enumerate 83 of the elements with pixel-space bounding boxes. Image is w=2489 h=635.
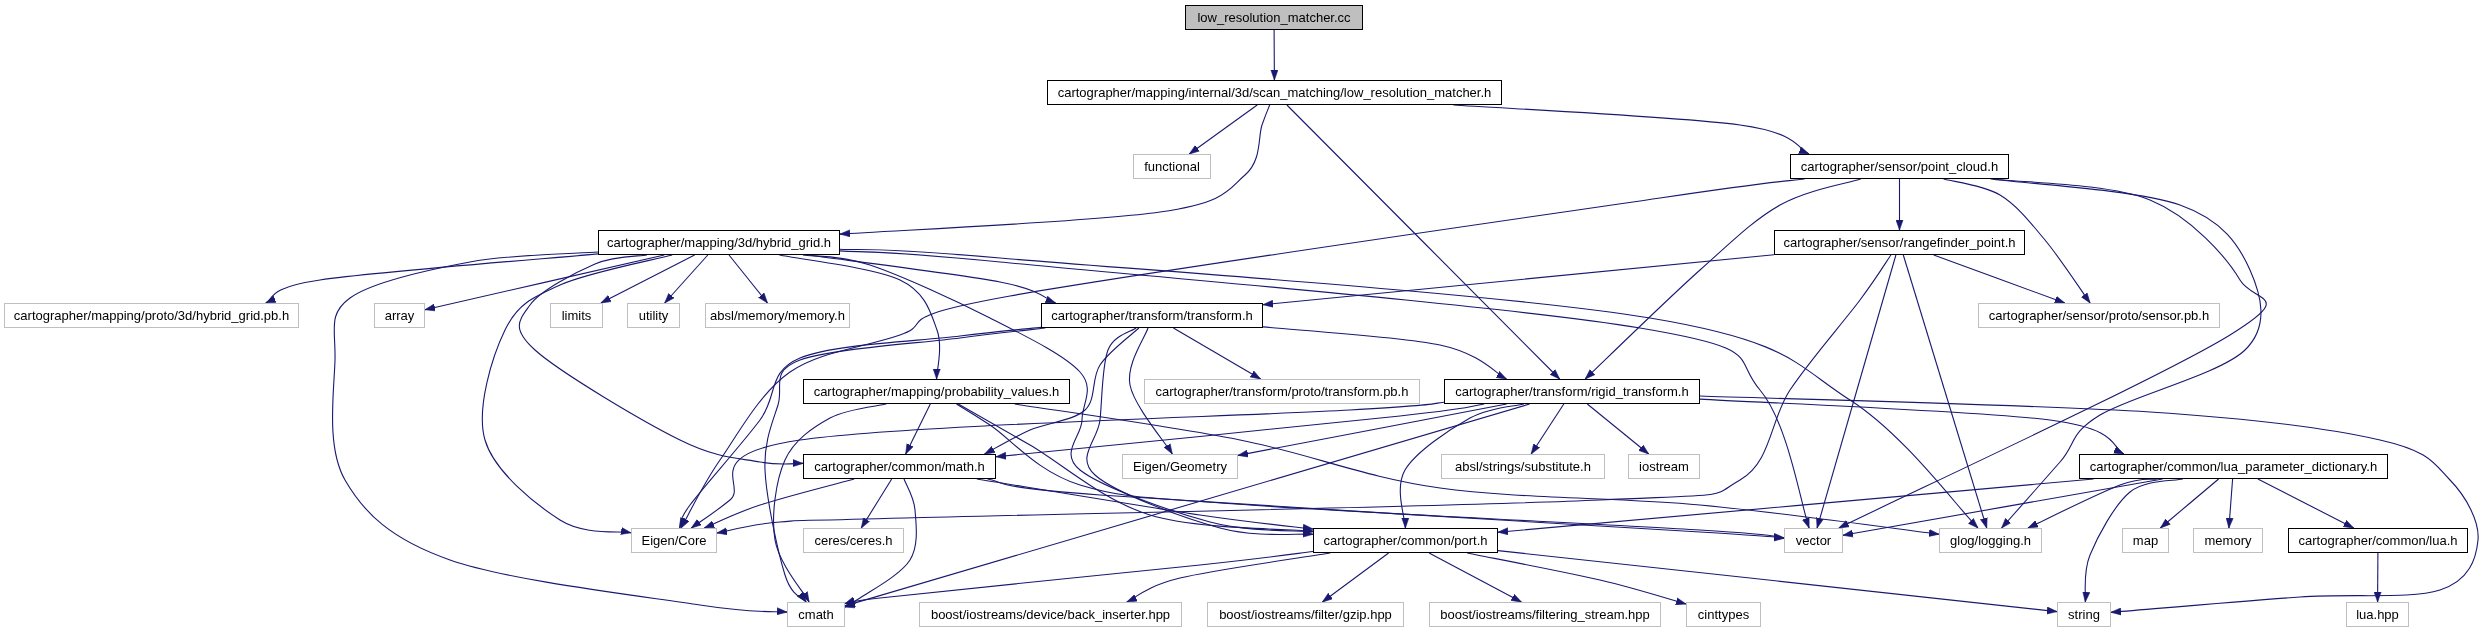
include-arrow	[424, 254, 665, 312]
include-arrow	[1188, 104, 1258, 155]
include-arrow	[1933, 254, 2066, 304]
include-arrow	[1262, 254, 1775, 308]
source-file-node: low_resolution_matcher.cc	[1185, 5, 1363, 30]
library-header-node: absl/memory/memory.h	[705, 303, 850, 328]
include-arrow	[1584, 178, 1862, 380]
library-header-node: cmath	[787, 602, 845, 627]
include-arrow	[716, 254, 1892, 535]
header-file-node: cartographer/transform/rigid_transform.h	[1444, 379, 1700, 404]
include-arrow	[481, 254, 673, 536]
library-header-node: string	[2057, 602, 2111, 627]
include-arrow	[1816, 254, 1897, 529]
library-header-node: iostream	[1628, 454, 1700, 479]
include-arrow	[2159, 478, 2220, 529]
library-header-node: boost/iostreams/filter/gzip.hpp	[1207, 602, 1404, 627]
include-arrow	[839, 250, 1810, 529]
include-arrow	[1286, 104, 1561, 380]
include-arrow	[2373, 552, 2382, 603]
header-file-node: cartographer/mapping/probability_values.h	[803, 379, 1070, 404]
library-header-node: cartographer/mapping/proto/3d/hybrid_grid.pb.h	[4, 303, 299, 328]
library-header-node: functional	[1133, 154, 1211, 179]
include-arrow	[995, 403, 1485, 460]
include-arrow	[1497, 550, 2058, 615]
include-arrow	[679, 326, 1042, 529]
header-file-node: cartographer/mapping/3d/hybrid_grid.h	[598, 230, 840, 255]
header-file-node: cartographer/common/lua_parameter_dictionary.h	[2079, 454, 2388, 479]
header-file-node: cartographer/mapping/internal/3d/scan_matching/low_resolution_matcher.h	[1047, 80, 1502, 105]
include-arrow	[905, 403, 931, 455]
library-header-node: boost/iostreams/device/back_inserter.hpp	[919, 602, 1182, 627]
include-arrow	[1586, 403, 1650, 455]
include-arrow	[664, 254, 709, 304]
library-header-node: cartographer/sensor/proto/sensor.pb.h	[1978, 303, 2220, 328]
include-arrow	[1270, 29, 1279, 81]
include-arrow	[844, 478, 917, 605]
include-arrow	[984, 327, 1140, 455]
include-arrow	[1838, 178, 2267, 529]
include-arrow	[839, 248, 1979, 529]
include-arrow	[955, 403, 1785, 541]
include-arrow	[1699, 398, 2125, 455]
library-header-node: map	[2122, 528, 2169, 553]
library-header-node: ceres/ceres.h	[803, 528, 904, 553]
header-file-node: cartographer/transform/transform.h	[1041, 303, 1263, 328]
library-header-node: limits	[550, 303, 603, 328]
library-header-node: absl/strings/substitute.h	[1441, 454, 1605, 479]
include-arrow	[2257, 478, 2355, 529]
header-file-node: cartographer/common/lua.h	[2288, 528, 2468, 553]
include-arrow	[2225, 478, 2234, 529]
include-arrow	[839, 104, 1271, 238]
header-file-node: cartographer/common/math.h	[803, 454, 996, 479]
library-header-node: array	[374, 303, 425, 328]
include-arrow	[1943, 178, 2091, 304]
include-arrow	[728, 254, 769, 304]
library-header-node: utility	[627, 303, 680, 328]
library-header-node: vector	[1784, 528, 1843, 553]
include-arrow	[860, 478, 893, 529]
header-file-node: cartographer/sensor/rangefinder_point.h	[1774, 230, 2025, 255]
include-arrow	[1262, 326, 1508, 380]
include-arrow	[518, 254, 804, 468]
include-arrow	[1128, 327, 1173, 455]
header-file-node: cartographer/sensor/point_cloud.h	[1790, 154, 2009, 179]
include-arrow	[331, 251, 788, 616]
library-header-node: cinttypes	[1686, 602, 1761, 627]
include-arrow	[600, 254, 696, 304]
include-arrow	[1428, 552, 1522, 603]
library-header-node: memory	[2193, 528, 2263, 553]
library-header-node: cartographer/transform/proto/transform.pb.h	[1144, 379, 1420, 404]
include-arrow	[265, 253, 599, 304]
include-arrow	[1321, 552, 1390, 603]
include-arrow	[1530, 403, 1565, 455]
library-header-node: Eigen/Geometry	[1122, 454, 1238, 479]
header-file-node: cartographer/common/port.h	[1313, 528, 1498, 553]
include-arrow	[690, 401, 1445, 529]
library-header-node: lua.hpp	[2346, 602, 2409, 627]
include-arrow	[1902, 254, 1988, 529]
include-arrow	[1699, 395, 2479, 616]
include-arrow	[957, 403, 1314, 535]
library-header-node: Eigen/Core	[631, 528, 717, 553]
include-arrow	[1172, 327, 1262, 380]
library-header-node: glog/logging.h	[1939, 528, 2042, 553]
include-arrow	[1895, 178, 1904, 231]
include-arrow	[773, 403, 887, 603]
library-header-node: boost/iostreams/filtering_stream.hpp	[1429, 602, 1661, 627]
